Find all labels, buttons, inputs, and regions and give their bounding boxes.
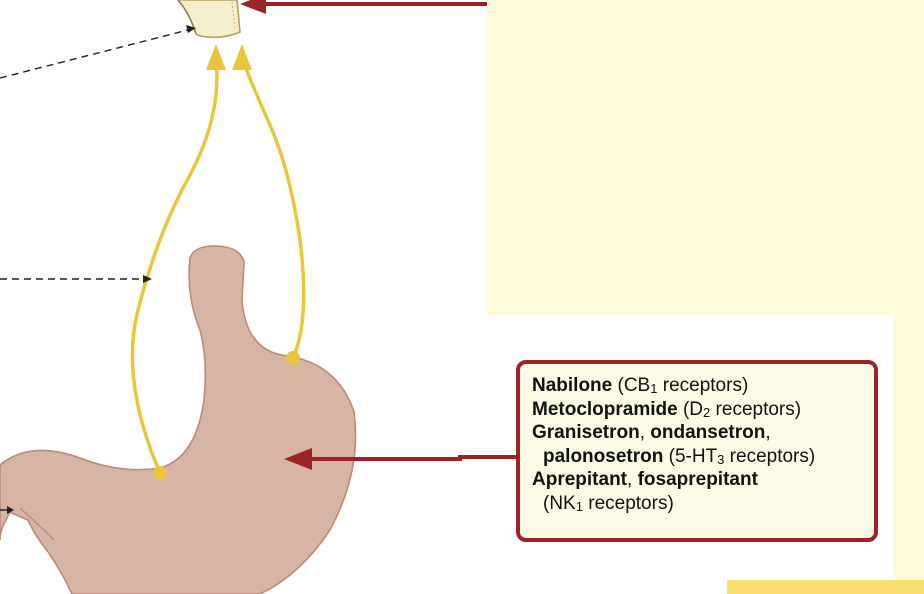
drug-nabilone: Nabilone <box>532 375 613 396</box>
target-text: (NK <box>543 492 576 514</box>
yellow-bottom-bar <box>727 580 924 594</box>
target-text: (5-HT <box>663 445 718 467</box>
drug-metoclopramide: Metoclopramide <box>532 398 678 420</box>
drug-aprepitant: Aprepitant <box>532 469 627 490</box>
red-arrow-to-stomach <box>284 448 516 470</box>
separator: , <box>765 422 771 443</box>
red-arrow-to-brainstem <box>240 0 487 14</box>
drug-fosaprepitant: fosaprepitant <box>637 469 758 490</box>
drug-line-metoclopramide: Metoclopramide (D2 receptors) <box>532 398 866 422</box>
drug-line-granisetron: Granisetron, ondansetron, <box>532 421 866 445</box>
drug-line-nk1: (NK1 receptors) <box>532 492 866 516</box>
drug-granisetron: Granisetron <box>532 422 640 443</box>
target-text: receptors) <box>724 445 816 467</box>
antiemetic-drug-box: Nabilone (CB1 receptors) Metoclopramide … <box>516 360 878 542</box>
target-text: receptors) <box>657 375 749 396</box>
yellow-background-panel <box>487 0 924 315</box>
target-text: receptors) <box>710 398 802 420</box>
drug-line-aprepitant: Aprepitant, fosaprepitant <box>532 468 866 492</box>
target-text: receptors) <box>582 492 674 514</box>
yellow-side-strip <box>893 315 924 594</box>
target-text: (D <box>677 398 704 420</box>
vagal-afferent-nerves <box>130 44 306 480</box>
stomach-shape <box>0 245 357 594</box>
subscript: 1 <box>575 498 583 514</box>
brainstem-segment <box>176 0 241 39</box>
subscript: 2 <box>703 404 711 420</box>
subscript: 1 <box>650 381 658 396</box>
separator: , <box>639 422 651 443</box>
dashed-arrows <box>0 25 196 514</box>
subscript: 3 <box>717 451 725 467</box>
drug-palonosetron: palonosetron <box>543 445 664 467</box>
drug-line-nabilone: Nabilone (CB1 receptors) <box>532 374 866 398</box>
target-text: (CB <box>612 375 651 396</box>
separator: , <box>627 469 638 490</box>
drug-ondansetron: ondansetron <box>650 422 766 443</box>
drug-line-palonosetron: palonosetron (5-HT3 receptors) <box>532 445 866 469</box>
